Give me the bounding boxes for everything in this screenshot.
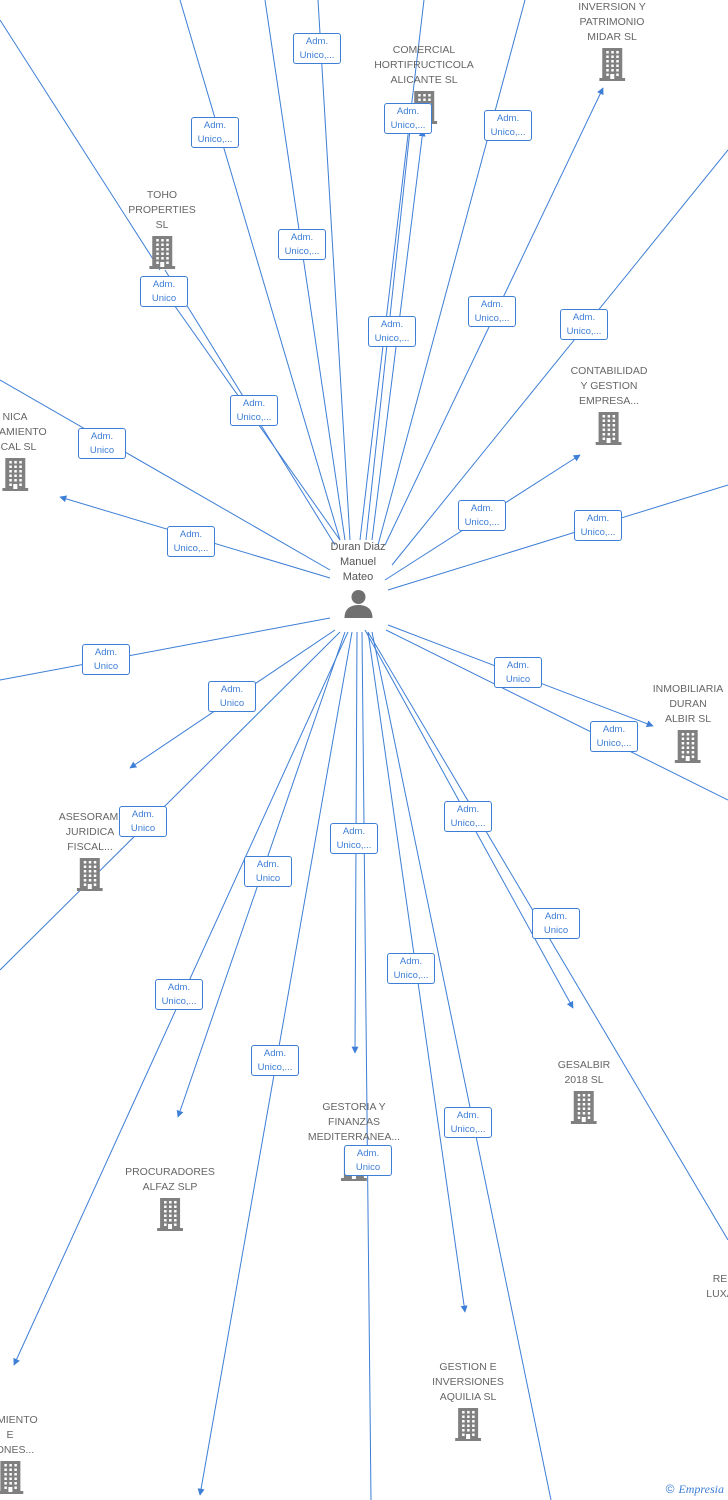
company-node-tecnica-asesoramiento[interactable]: NICA ORAMIENTO SCAL SL bbox=[0, 410, 47, 491]
role-box[interactable]: Adm. Unico bbox=[119, 806, 167, 837]
role-box[interactable]: Adm. Unico,... bbox=[155, 979, 203, 1010]
company-node-inmobiliaria-duran-albir[interactable]: INMOBILIARIA DURAN ALBIR SL bbox=[652, 682, 724, 763]
building-icon bbox=[595, 412, 622, 445]
building-icon bbox=[599, 48, 625, 81]
building-icon bbox=[674, 730, 701, 763]
edge-7 bbox=[377, 0, 526, 546]
building-icon bbox=[571, 1091, 597, 1124]
edge-4 bbox=[359, 0, 425, 541]
company-label: CONTABILIDAD Y GESTION EMPRESA... bbox=[570, 365, 648, 407]
person-icon bbox=[344, 590, 372, 618]
role-box[interactable]: Adm. Unico,... bbox=[251, 1045, 299, 1076]
role-box[interactable]: Adm. Unico,... bbox=[330, 823, 378, 854]
company-label: INMOBILIARIA DURAN ALBIR SL bbox=[652, 683, 724, 725]
role-box[interactable]: Adm. Unico,... bbox=[468, 296, 516, 327]
company-node-procuradores-alfaz[interactable]: PROCURADORES ALFAZ SLP bbox=[125, 1165, 215, 1231]
edge-27 bbox=[361, 631, 372, 1500]
role-box[interactable]: Adm. Unico bbox=[494, 657, 542, 688]
role-box[interactable]: Adm. Unico,... bbox=[590, 721, 638, 752]
edge-3 bbox=[317, 0, 351, 541]
company-label: GESTION E INVERSIONES AQUILIA SL bbox=[432, 1361, 504, 1403]
edge-12 bbox=[0, 379, 331, 571]
edge-15 bbox=[387, 484, 728, 591]
role-box[interactable]: Adm. Unico bbox=[244, 856, 292, 887]
company-node-asesoramiento-juridico[interactable]: ASESORAMI JURIDICA FISCAL... bbox=[59, 810, 121, 891]
role-box[interactable]: Adm. Unico bbox=[140, 276, 188, 307]
building-icon bbox=[149, 236, 175, 269]
company-label: GESALBIR 2018 SL bbox=[557, 1059, 611, 1086]
center-person-label: Duran Diaz Manuel Mateo bbox=[330, 541, 386, 583]
building-icon bbox=[2, 458, 28, 491]
role-box[interactable]: Adm. Unico,... bbox=[167, 526, 215, 557]
company-node-contabilidad-gestion[interactable]: CONTABILIDAD Y GESTION EMPRESA... bbox=[570, 364, 648, 445]
role-box[interactable]: Adm. Unico,... bbox=[560, 309, 608, 340]
edge-20 bbox=[385, 629, 728, 801]
role-box[interactable]: Adm. Unico,... bbox=[293, 33, 341, 64]
role-box[interactable]: Adm. Unico,... bbox=[484, 110, 532, 141]
role-box[interactable]: Adm. Unico bbox=[532, 908, 580, 939]
company-label: RAMIENTO E SIONES... bbox=[0, 1414, 38, 1456]
building-icon bbox=[0, 1461, 23, 1494]
company-label: INVERSION Y PATRIMONIO MIDAR SL bbox=[578, 1, 646, 43]
company-label: TOHO PROPERTIES SL bbox=[128, 189, 196, 231]
brand-watermark: ©Empresia bbox=[666, 1482, 724, 1497]
company-label: ASESORAMI JURIDICA FISCAL... bbox=[58, 811, 122, 853]
company-node-gesalbir[interactable]: GESALBIR 2018 SL bbox=[557, 1058, 611, 1124]
copyright-symbol: © bbox=[665, 1482, 675, 1496]
edge-29 bbox=[371, 631, 552, 1500]
role-box[interactable]: Adm. Unico,... bbox=[191, 117, 239, 148]
role-box[interactable]: Adm. Unico,... bbox=[230, 395, 278, 426]
role-box[interactable]: Adm. Unico,... bbox=[368, 316, 416, 347]
company-label: GESTORIA Y FINANZAS MEDITERRANEA... bbox=[307, 1101, 401, 1143]
brand-name: Empresia bbox=[678, 1482, 724, 1496]
building-icon bbox=[455, 1408, 481, 1441]
role-box[interactable]: Adm. Unico bbox=[82, 644, 130, 675]
company-node-toho-properties[interactable]: TOHO PROPERTIES SL bbox=[128, 188, 196, 269]
edge-9 bbox=[391, 149, 728, 566]
center-person[interactable]: Duran Diaz Manuel Mateo bbox=[330, 540, 386, 618]
company-label: COMERCIAL HORTIFRUCTICOLA ALICANTE SL bbox=[374, 44, 474, 86]
role-box[interactable]: Adm. Unico bbox=[78, 428, 126, 459]
role-box[interactable]: Adm. Unico bbox=[344, 1145, 392, 1176]
role-box[interactable]: Adm. Unico,... bbox=[387, 953, 435, 984]
edge-2 bbox=[264, 0, 346, 541]
edge-18 bbox=[0, 631, 341, 971]
company-label: PROCURADORES ALFAZ SLP bbox=[125, 1166, 215, 1193]
building-icon bbox=[77, 858, 103, 891]
role-box[interactable]: Adm. Unico,... bbox=[458, 500, 506, 531]
company-node-gestion-inversiones-aquilia[interactable]: GESTION E INVERSIONES AQUILIA SL bbox=[432, 1360, 504, 1441]
role-box[interactable]: Adm. Unico,... bbox=[574, 510, 622, 541]
role-box[interactable]: Adm. Unico,... bbox=[444, 1107, 492, 1138]
edge-1 bbox=[179, 0, 341, 541]
company-node-comercial-hortifructicola[interactable]: COMERCIAL HORTIFRUCTICOLA ALICANTE SL bbox=[374, 43, 474, 124]
edge-0 bbox=[0, 19, 161, 271]
role-box[interactable]: Adm. Unico,... bbox=[444, 801, 492, 832]
company-label: NICA ORAMIENTO SCAL SL bbox=[0, 411, 47, 453]
edge-16 bbox=[0, 617, 331, 681]
role-box[interactable]: Adm. Unico,... bbox=[384, 103, 432, 134]
role-box[interactable]: Adm. Unico,... bbox=[278, 229, 326, 260]
building-icon bbox=[156, 1198, 183, 1231]
company-node-inversion-patrimonio-midar[interactable]: INVERSION Y PATRIMONIO MIDAR SL bbox=[578, 0, 646, 81]
company-node-asesoramiento-inversiones[interactable]: RAMIENTO E SIONES... bbox=[0, 1413, 38, 1494]
role-box[interactable]: Adm. Unico bbox=[208, 681, 256, 712]
